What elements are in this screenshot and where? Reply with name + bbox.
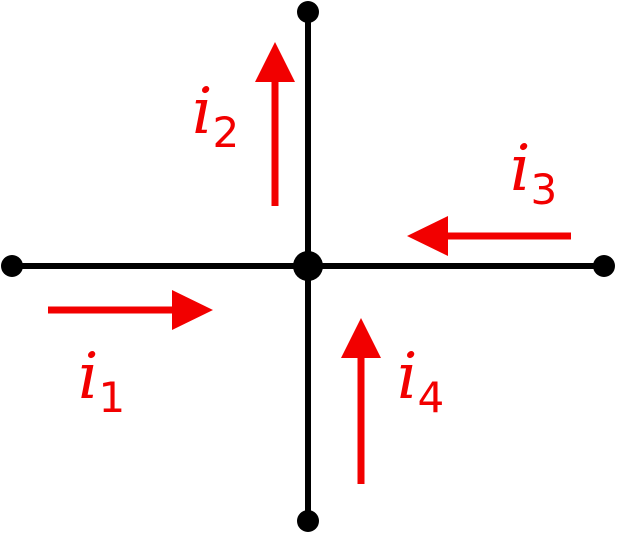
junction-node xyxy=(293,251,323,281)
current-arrow-i1 xyxy=(48,290,213,330)
current-label-i3-symbol: i xyxy=(510,132,530,206)
current-arrow-i3 xyxy=(407,216,571,256)
current-label-i3-subscript: 3 xyxy=(530,165,557,214)
current-label-i1-symbol: i xyxy=(78,340,98,414)
current-label-i3: i3 xyxy=(510,132,557,214)
current-label-i4: i4 xyxy=(397,340,444,422)
current-label-i1-subscript: 1 xyxy=(98,373,125,422)
current-arrow-i4 xyxy=(341,318,381,484)
node-right xyxy=(593,255,615,277)
node-bottom xyxy=(297,510,319,532)
current-label-i1: i1 xyxy=(78,340,125,422)
current-label-i2: i2 xyxy=(192,75,239,157)
current-label-i2-subscript: 2 xyxy=(212,108,239,157)
current-label-i4-subscript: 4 xyxy=(417,373,444,422)
node-top xyxy=(297,1,319,23)
current-label-i2-symbol: i xyxy=(192,75,212,149)
current-arrow-i2 xyxy=(255,42,295,206)
current-label-i4-symbol: i xyxy=(397,340,417,414)
node-left xyxy=(1,255,23,277)
